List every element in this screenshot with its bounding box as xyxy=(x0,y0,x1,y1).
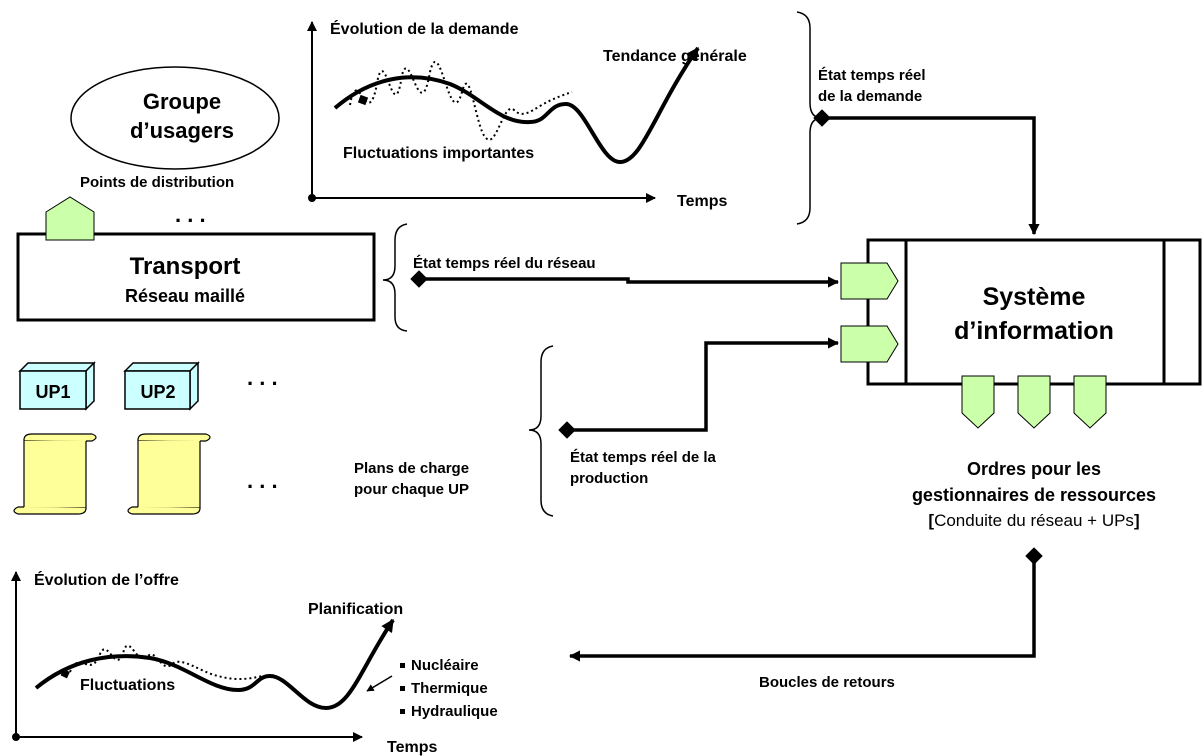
transport-network: Transport Réseau maillé xyxy=(16,196,376,322)
supply-chart-title: Évolution de l’offre xyxy=(34,570,179,589)
transport-subtitle: Réseau maillé xyxy=(125,286,245,306)
production-realtime-label-line1: État temps réel de la xyxy=(570,449,717,466)
load-plan-scroll-2 xyxy=(127,433,211,515)
scroll-1-bottom-roll xyxy=(13,506,87,515)
info-output-port-2 xyxy=(1017,375,1051,429)
demand-trend-curve xyxy=(333,46,700,165)
production-units-ellipsis: . . . xyxy=(247,365,278,390)
production-unit-up1: UP1 xyxy=(18,361,96,411)
supply-chart: Évolution de l’offre Planification Fluct… xyxy=(11,570,498,756)
orders-label-line2: gestionnaires de ressources xyxy=(912,485,1156,505)
demand-chart-title: Évolution de la demande xyxy=(330,19,519,38)
plans-label-line1: Plans de charge xyxy=(354,460,469,477)
up1-cube-top xyxy=(18,362,96,372)
up2-label: UP2 xyxy=(140,382,175,402)
source-thermique: Thermique xyxy=(411,680,488,697)
supply-sources-pointer xyxy=(366,675,393,692)
supply-planning-curve xyxy=(34,618,395,711)
supply-origin-dot xyxy=(12,733,20,741)
network-bracket-brace xyxy=(382,223,408,332)
source-hydraulique: Hydraulique xyxy=(411,703,498,720)
information-system: Système d’information xyxy=(840,238,1202,429)
demand-bracket-brace xyxy=(796,11,823,225)
up1-label: UP1 xyxy=(35,382,70,402)
supply-sources-list: Nucléaire Thermique Hydraulique xyxy=(400,657,498,720)
user-group-label-line1: Groupe xyxy=(143,89,221,114)
network-realtime-label: État temps réel du réseau xyxy=(413,255,596,272)
up2-cube-side xyxy=(189,361,199,411)
demand-fluctuation-curve xyxy=(349,61,573,141)
info-system-title-line2: d’information xyxy=(954,317,1114,345)
scroll-1-body xyxy=(23,439,87,509)
distribution-ellipsis: . . . xyxy=(175,202,206,227)
feedback-label: Boucles de retours xyxy=(759,674,895,691)
demand-x-axis-label: Temps xyxy=(677,193,727,210)
scroll-1-top-roll xyxy=(23,433,97,442)
scroll-2-body xyxy=(137,439,201,509)
supply-x-axis-label: Temps xyxy=(387,739,437,756)
demand-chart: Évolution de la demande Tendance général… xyxy=(307,19,747,210)
transport-title: Transport xyxy=(130,253,241,280)
source-nucleaire: Nucléaire xyxy=(411,657,479,674)
production-realtime-label-line2: production xyxy=(570,470,648,487)
scroll-2-top-roll xyxy=(137,433,211,442)
plans-label-line2: pour chaque UP xyxy=(354,481,469,498)
supply-curve-marker xyxy=(60,669,70,679)
info-input-port-production xyxy=(840,325,899,363)
scroll-2-bottom-roll xyxy=(127,506,201,515)
demand-trend-label: Tendance générale xyxy=(603,48,747,65)
up1-cube-side xyxy=(85,361,95,411)
network-to-info-arrow xyxy=(410,270,840,288)
info-system-frame xyxy=(866,238,1202,386)
source-bullet-2 xyxy=(400,686,405,691)
demand-fluctuations-label: Fluctuations importantes xyxy=(343,145,534,162)
source-bullet-1 xyxy=(400,663,405,668)
user-group: Groupe d’usagers xyxy=(70,66,280,170)
demand-realtime-bracket: État temps réel de la demande xyxy=(796,11,926,225)
demand-origin-dot xyxy=(308,194,316,202)
user-group-ellipse xyxy=(70,66,280,170)
orders-label-line1: Ordres pour les xyxy=(967,459,1101,479)
info-system-title-line1: Système xyxy=(983,283,1086,311)
demand-realtime-label-line1: État temps réel xyxy=(818,67,926,84)
distribution-points-label: Points de distribution xyxy=(80,174,234,191)
orders-label-line3: [Conduite du réseau + UPs] xyxy=(928,511,1139,530)
production-to-info-arrow xyxy=(558,337,840,439)
info-output-port-1 xyxy=(961,375,995,429)
supply-planning-label: Planification xyxy=(308,601,403,618)
demand-to-info-arrow xyxy=(813,109,1040,236)
demand-realtime-label-line2: de la demande xyxy=(818,88,922,105)
demand-curve-marker xyxy=(357,94,369,106)
production-bracket-brace xyxy=(528,345,554,517)
up1-cube-front xyxy=(19,370,87,410)
up2-cube-front xyxy=(124,370,191,410)
info-input-port-network xyxy=(840,262,899,300)
up2-cube-top xyxy=(123,362,200,372)
production-unit-up2: UP2 xyxy=(123,361,200,411)
load-plan-scroll-1 xyxy=(13,433,97,515)
transport-box xyxy=(16,232,376,322)
feedback-loop-arrow xyxy=(568,547,1043,662)
info-output-port-3 xyxy=(1073,375,1107,429)
user-group-label-line2: d’usagers xyxy=(130,118,234,143)
distribution-point-pentagon xyxy=(45,196,95,241)
supply-fluctuations-label: Fluctuations xyxy=(80,677,175,694)
source-bullet-3 xyxy=(400,709,405,714)
plans-ellipsis: . . . xyxy=(247,468,278,493)
